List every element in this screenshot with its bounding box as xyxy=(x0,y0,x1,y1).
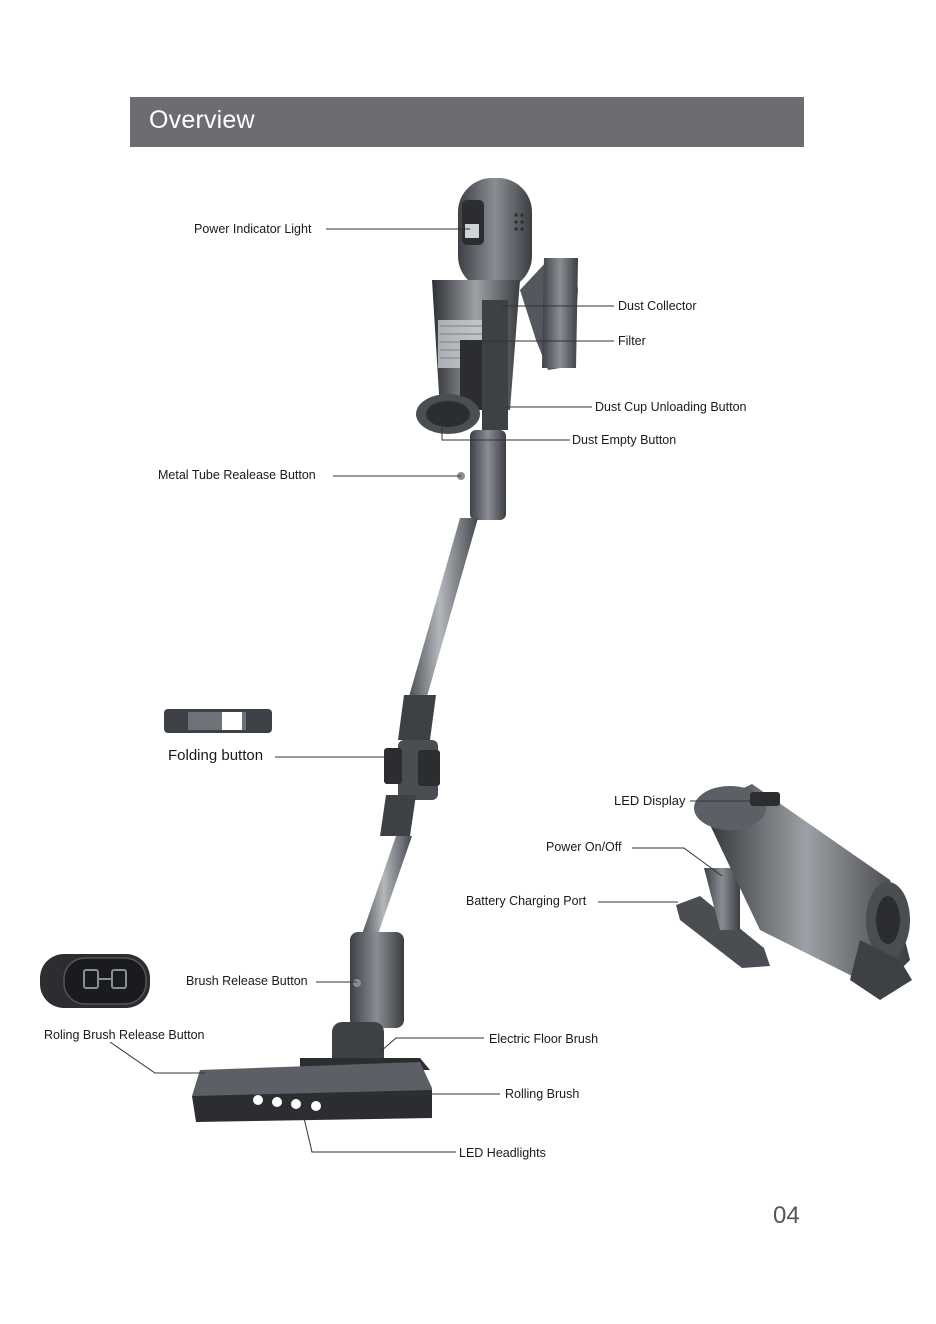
handheld-unit xyxy=(676,784,912,1000)
label-filter: Filter xyxy=(618,334,646,348)
rolling-brush-release-inset xyxy=(40,954,150,1008)
upper-tube xyxy=(408,518,478,700)
label-power-on-off: Power On/Off xyxy=(546,840,622,854)
label-dust-empty-button: Dust Empty Button xyxy=(572,433,676,447)
label-metal-tube-release-button: Metal Tube Realease Button xyxy=(158,468,316,482)
brush-neck xyxy=(332,932,404,1068)
label-dust-collector: Dust Collector xyxy=(618,299,697,313)
label-battery-charging-port: Battery Charging Port xyxy=(466,894,586,908)
label-rolling-brush-release-button: Roling Brush Release Button xyxy=(44,1028,205,1042)
folding-joint xyxy=(380,695,440,836)
callout-lines xyxy=(110,229,760,1152)
label-power-indicator-light: Power Indicator Light xyxy=(194,222,311,236)
folding-button-inset xyxy=(164,709,272,733)
handle xyxy=(520,258,578,370)
label-led-headlights: LED Headlights xyxy=(459,1146,546,1160)
floor-brush xyxy=(192,1058,432,1122)
label-folding-button: Folding button xyxy=(168,747,263,764)
label-led-display: LED Display xyxy=(614,793,686,808)
label-dust-cup-unloading-button: Dust Cup Unloading Button xyxy=(595,400,746,414)
page-number: 04 xyxy=(773,1202,800,1230)
label-electric-floor-brush: Electric Floor Brush xyxy=(489,1032,598,1046)
label-brush-release-button: Brush Release Button xyxy=(186,974,308,988)
lower-tube xyxy=(360,836,412,940)
label-rolling-brush: Rolling Brush xyxy=(505,1087,579,1101)
